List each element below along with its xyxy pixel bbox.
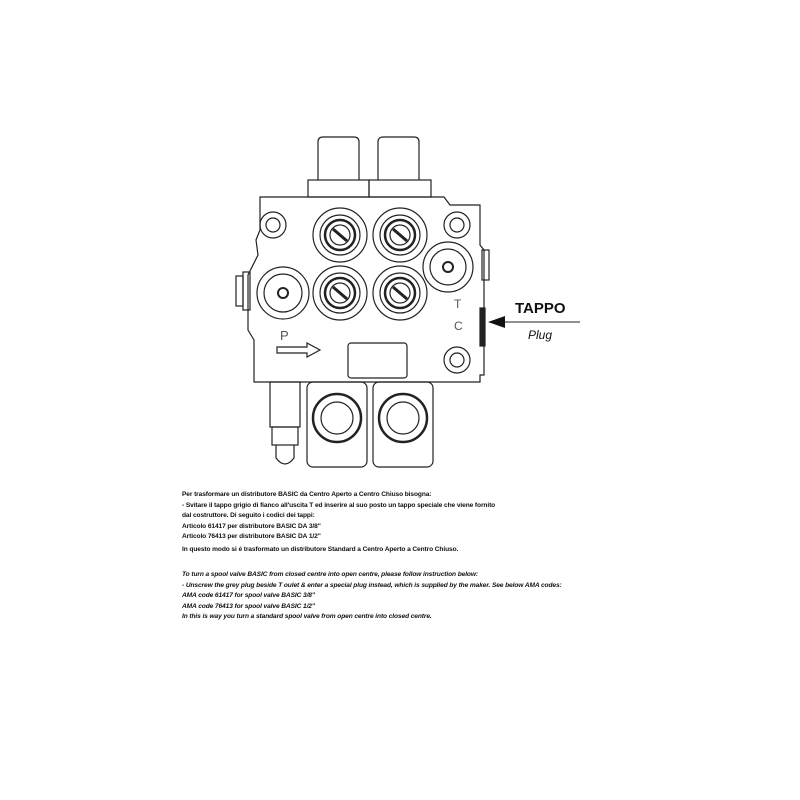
english-instructions: To turn a spool valve BASIC from closed … xyxy=(182,570,562,623)
valve-body xyxy=(247,196,485,383)
tappo-label: TAPPO xyxy=(515,300,566,317)
tappo-arrow xyxy=(488,316,580,328)
en-line: To turn a spool valve BASIC from closed … xyxy=(182,571,478,578)
en-line: - Unscrew the grey plug beside T oulet &… xyxy=(182,581,562,589)
en-line: AMA code 61417 for spool valve BASIC 3/8… xyxy=(182,592,315,599)
it-line: - Svitare il tappo grigio di fianco all'… xyxy=(182,501,496,509)
flow-arrow xyxy=(276,341,322,359)
italian-instructions: Per trasformare un distributore BASIC da… xyxy=(182,490,495,555)
port-t-label: T xyxy=(454,297,462,311)
side-fittings xyxy=(235,249,490,347)
ports xyxy=(256,207,474,321)
mounting-holes xyxy=(259,211,471,374)
en-line: In this is way you turn a standard spool… xyxy=(182,613,432,620)
en-line: AMA code 76413 for spool valve BASIC 1/2… xyxy=(182,602,315,610)
it-line: Articolo 76413 per distributore BASIC DA… xyxy=(182,533,321,540)
it-line: In questo modo si é trasformato un distr… xyxy=(182,545,459,553)
port-p-label: P xyxy=(280,328,289,343)
it-line: Per trasformare un distributore BASIC da… xyxy=(182,491,432,498)
port-c-label: C xyxy=(454,319,463,333)
label-plate xyxy=(347,342,408,379)
spool-caps-top xyxy=(307,136,432,198)
plug-label: Plug xyxy=(528,328,553,342)
bottom-caps xyxy=(306,381,434,468)
it-line: Articolo 61417 per distributore BASIC DA… xyxy=(182,522,321,530)
it-line: dal costruttore. Di seguito i codici dei… xyxy=(182,512,315,519)
relief-valve-fitting xyxy=(269,381,301,465)
